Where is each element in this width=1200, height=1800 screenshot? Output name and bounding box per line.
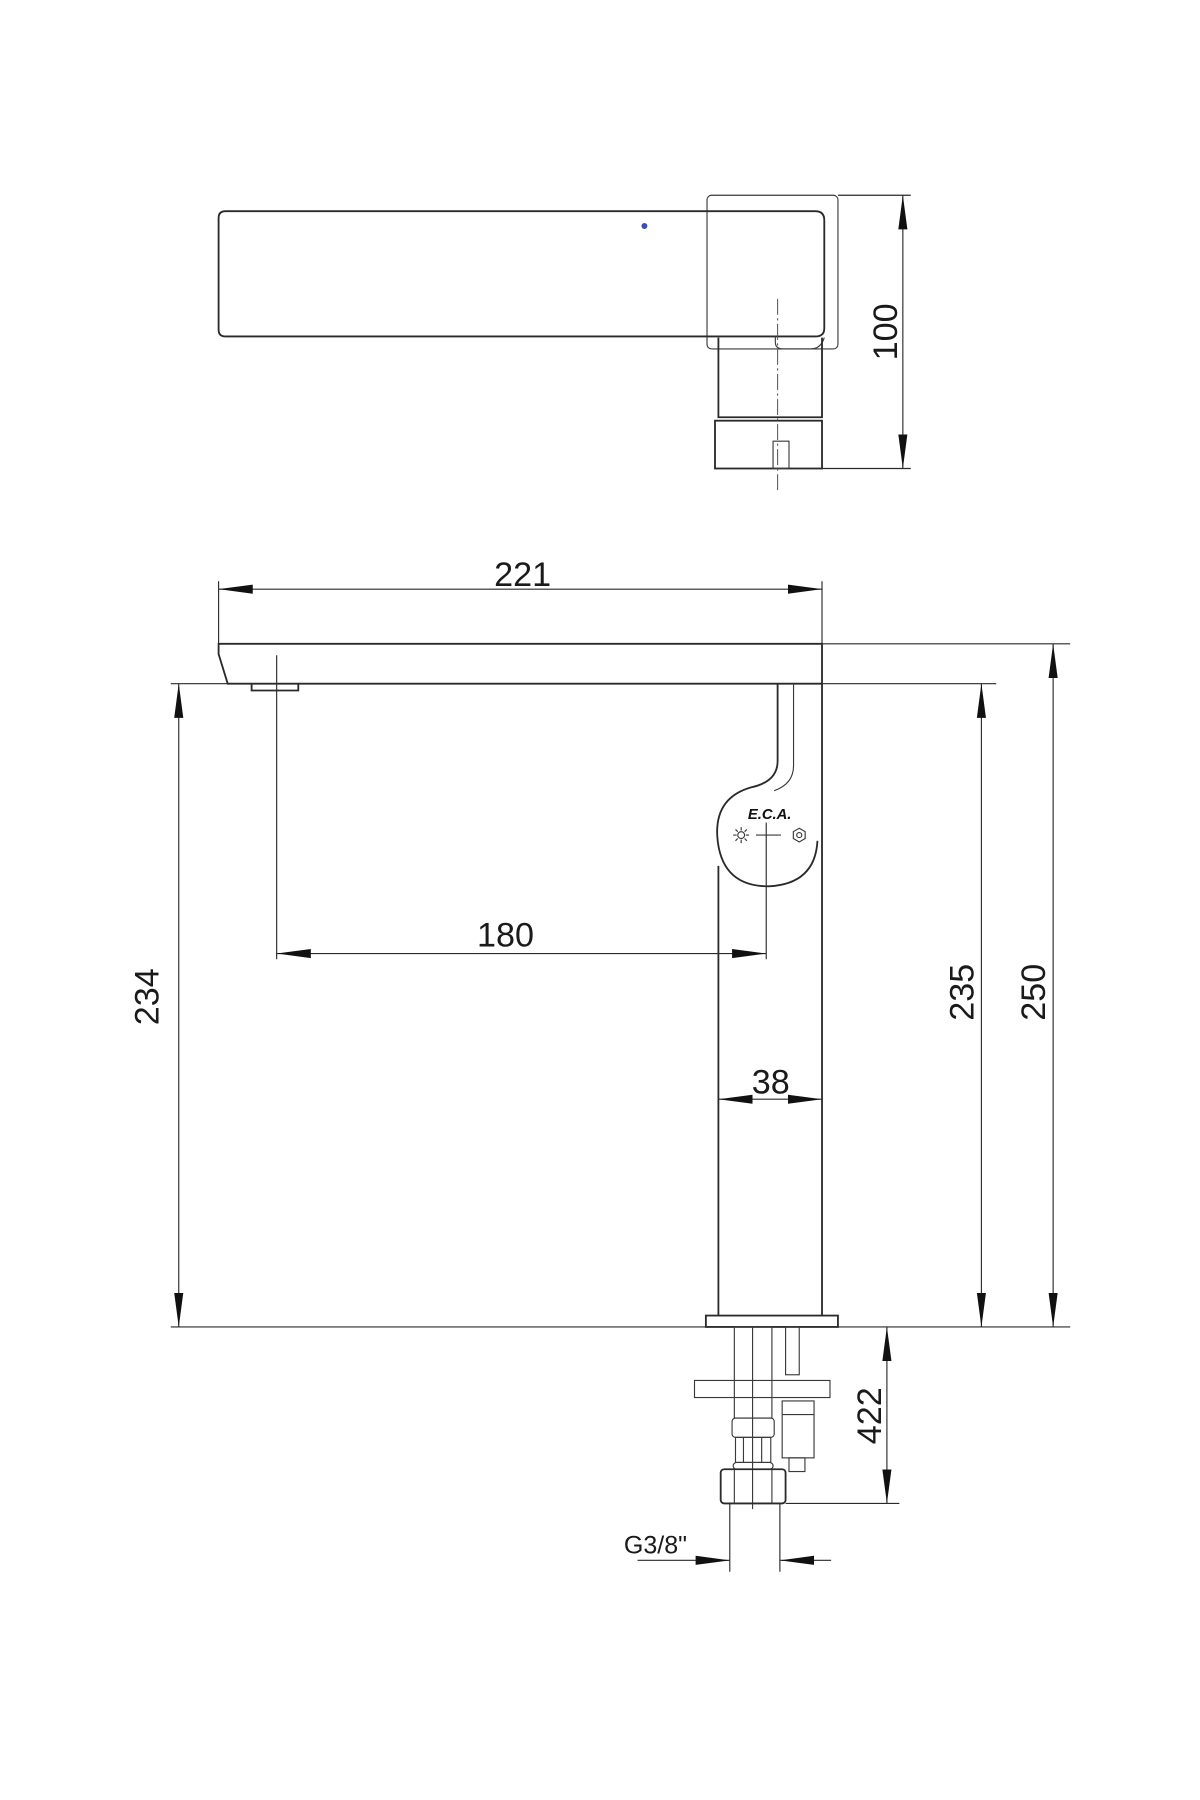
top-view: 100: [217, 194, 911, 491]
dim-top-depth: 100: [867, 303, 905, 360]
dim-spout-reach: 180: [477, 917, 534, 955]
dim-hose-length: 422: [851, 1387, 889, 1444]
dim-total-height: 250: [1015, 964, 1053, 1021]
dim-spout-height: 234: [128, 968, 166, 1025]
dim-spout-length: 221: [494, 556, 551, 594]
front-view: 221 E.C.A. 180 38: [128, 556, 1071, 1572]
dim-connection-thread: G3/8": [624, 1532, 687, 1560]
marker-dot: [641, 223, 648, 229]
hot-sun-icon: [733, 827, 750, 844]
brand-logo: E.C.A.: [748, 807, 792, 823]
dim-body-height: 235: [943, 964, 981, 1021]
cold-snowflake-icon: [792, 827, 806, 843]
supply-hoses: [693, 1326, 831, 1510]
dim-body-width: 38: [752, 1064, 790, 1102]
